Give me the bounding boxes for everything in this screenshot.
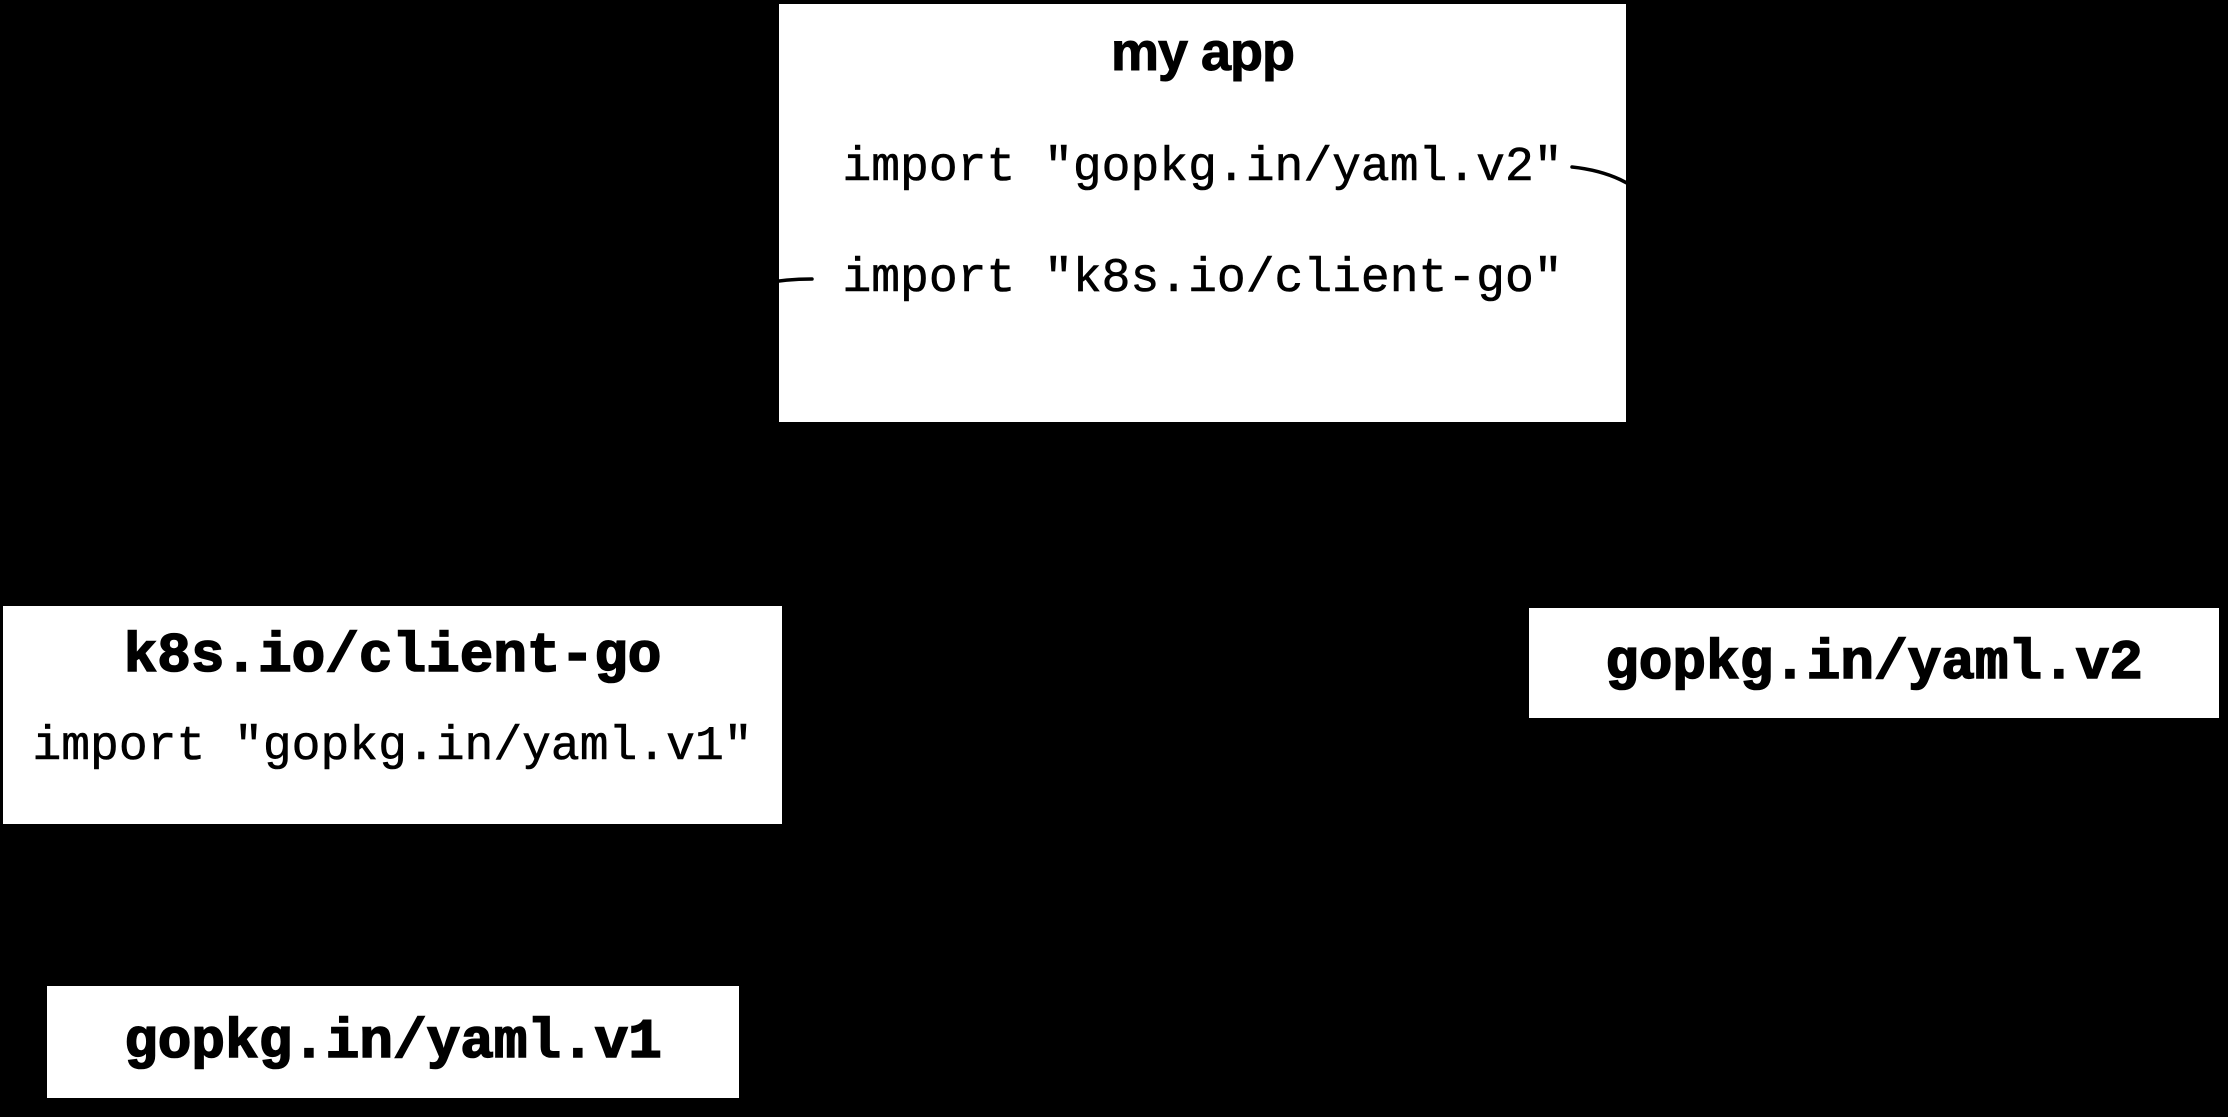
node-client-go-title: k8s.io/client-go bbox=[123, 624, 662, 688]
import-statement-yaml-v1: import "gopkg.in/yaml.v1" bbox=[32, 720, 753, 774]
node-yaml-v2: gopkg.in/yaml.v2 bbox=[1529, 608, 2219, 718]
import-statement-yaml-v2: import "gopkg.in/yaml.v2" bbox=[842, 141, 1563, 195]
node-my-app-title: my app bbox=[1110, 22, 1295, 82]
node-yaml-v2-title: gopkg.in/yaml.v2 bbox=[1604, 631, 2143, 695]
node-yaml-v1: gopkg.in/yaml.v1 bbox=[47, 986, 739, 1098]
edge-clientgo-to-myapp bbox=[468, 277, 814, 596]
import-statement-client-go: import "k8s.io/client-go" bbox=[842, 252, 1563, 306]
node-my-app: my app import "gopkg.in/yaml.v2" import … bbox=[779, 4, 1626, 422]
node-client-go: k8s.io/client-go import "gopkg.in/yaml.v… bbox=[3, 606, 782, 824]
node-yaml-v1-title: gopkg.in/yaml.v1 bbox=[123, 1010, 662, 1074]
